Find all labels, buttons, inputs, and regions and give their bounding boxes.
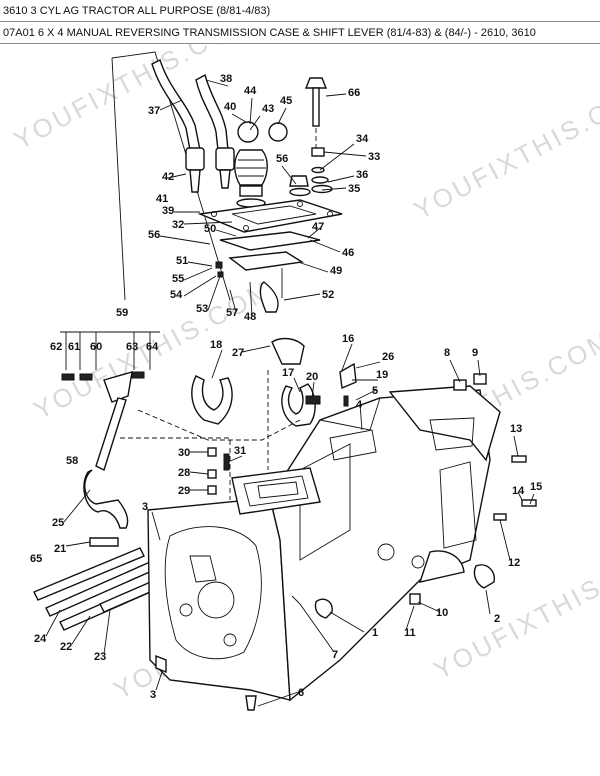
callout-label: 37 [148, 105, 160, 117]
callout-label: 58 [66, 455, 78, 467]
header-divider [0, 21, 600, 22]
callout-label: 60 [90, 341, 102, 353]
page-title: 3610 3 CYL AG TRACTOR ALL PURPOSE (8/81-… [3, 5, 271, 17]
callout-label: 47 [312, 221, 324, 233]
callout-label: 43 [262, 103, 274, 115]
callout-label: 20 [306, 371, 318, 383]
callout-label: 23 [94, 651, 106, 663]
callout-label: 27 [232, 347, 244, 359]
callout-label: 29 [178, 485, 190, 497]
callout-label: 3 [142, 501, 148, 513]
callout-label: 25 [52, 517, 64, 529]
callout-label: 14 [512, 485, 525, 497]
callout-label: 49 [330, 265, 342, 277]
callout-labels: 1 2 3 3 3 4 5 6 7 8 9 10 11 12 13 14 15 … [30, 73, 542, 701]
callout-label: 53 [196, 303, 208, 315]
callout-label: 5 [372, 385, 378, 397]
leader-lines [45, 79, 535, 707]
callout-label: 35 [348, 183, 360, 195]
parts-diagram: YOUFIXTHIS.COM YOUFIXTHIS.COM YOUFIXTHIS… [9, 44, 600, 711]
callout-label: 17 [282, 367, 294, 379]
header-divider [0, 43, 600, 44]
callout-label: 13 [510, 423, 522, 435]
callout-label: 21 [54, 543, 66, 555]
callout-label: 19 [376, 369, 388, 381]
transmission-case [147, 373, 537, 711]
callout-label: 61 [68, 341, 80, 353]
callout-label: 41 [156, 193, 168, 205]
callout-label: 33 [368, 151, 380, 163]
callout-label: 32 [172, 219, 184, 231]
callout-label: 51 [176, 255, 188, 267]
callout-label: 44 [244, 85, 257, 97]
shift-rail-assembly [33, 331, 357, 631]
callout-label: 12 [508, 557, 520, 569]
callout-label: 2 [494, 613, 500, 625]
callout-label: 62 [50, 341, 62, 353]
callout-label: 31 [234, 445, 246, 457]
callout-label: 9 [472, 347, 478, 359]
callout-label: 6 [298, 687, 304, 699]
callout-label: 65 [30, 553, 42, 565]
callout-label: 22 [60, 641, 72, 653]
callout-label: 40 [224, 101, 236, 113]
callout-label: 46 [342, 247, 354, 259]
callout-label: 50 [204, 223, 216, 235]
callout-label: 54 [170, 289, 183, 301]
callout-label: 15 [530, 481, 542, 493]
callout-label: 45 [280, 95, 292, 107]
callout-label: 7 [332, 649, 338, 661]
callout-label: 1 [372, 627, 378, 639]
callout-label: 38 [220, 73, 232, 85]
callout-label: 63 [126, 341, 138, 353]
callout-label: 18 [210, 339, 222, 351]
callout-label: 11 [404, 627, 416, 639]
diagram-subtitle: 07A01 6 X 4 MANUAL REVERSING TRANSMISSIO… [3, 27, 536, 39]
callout-label: 42 [162, 171, 174, 183]
callout-label: 3 [150, 689, 156, 701]
callout-label: 36 [356, 169, 368, 181]
callout-label: 30 [178, 447, 190, 459]
callout-label: 66 [348, 87, 360, 99]
callout-label: 48 [244, 311, 256, 323]
callout-label: 56 [148, 229, 160, 241]
callout-label: 26 [382, 351, 394, 363]
callout-label: 57 [226, 307, 238, 319]
callout-label: 8 [444, 347, 450, 359]
callout-label: 59 [116, 307, 128, 319]
callout-label: 39 [162, 205, 174, 217]
callout-label: 52 [322, 289, 334, 301]
callout-label: 28 [178, 467, 190, 479]
watermark: YOUFIXTHIS.COM [409, 74, 600, 225]
callout-label: 24 [34, 633, 47, 645]
callout-label: 55 [172, 273, 184, 285]
callout-label: 64 [146, 341, 159, 353]
callout-label: 16 [342, 333, 354, 345]
shift-lever-assembly [111, 51, 343, 313]
callout-label: 10 [436, 607, 448, 619]
callout-label: 4 [356, 399, 363, 411]
callout-label: 56 [276, 153, 288, 165]
callout-label: 34 [356, 133, 369, 145]
